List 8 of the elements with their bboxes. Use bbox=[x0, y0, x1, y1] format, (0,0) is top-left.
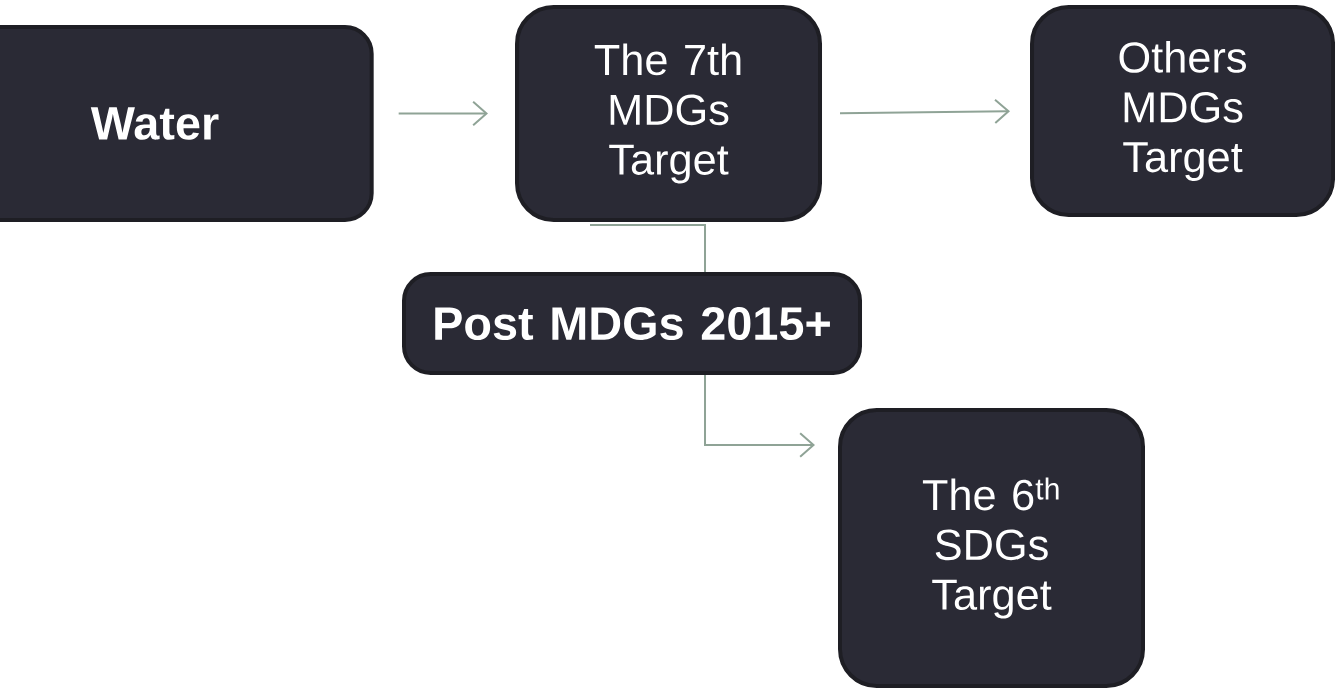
process-box: Water bbox=[0, 25, 374, 222]
process-box: The 7th MDGs Target bbox=[515, 5, 822, 222]
process-box: Post MDGs 2015+ bbox=[402, 272, 862, 375]
arrow bbox=[839, 98, 1010, 125]
process-box: Others MDGs Target bbox=[1030, 5, 1335, 217]
process-box: The 6$^{th}$ SDGs Target bbox=[838, 408, 1145, 688]
arrow bbox=[704, 374, 815, 458]
arrow bbox=[397, 100, 488, 127]
